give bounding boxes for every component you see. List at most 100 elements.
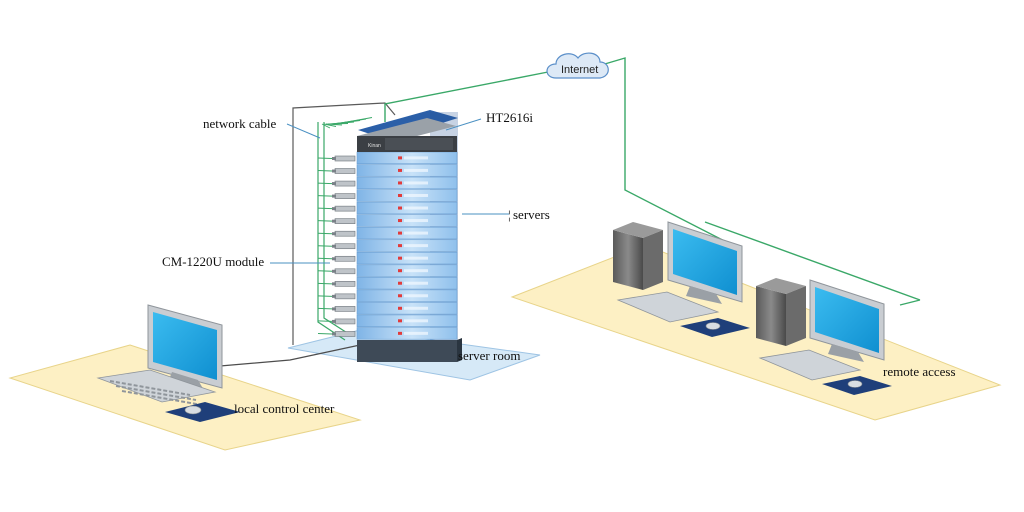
remote-cable-2 (704, 221, 921, 301)
module-cable (317, 207, 333, 210)
cm-1220u-module (332, 218, 356, 224)
leader-lines (270, 118, 509, 264)
module-cable (317, 320, 333, 322)
leader-ht2616i (445, 118, 482, 131)
remote-keyboard-2 (758, 349, 862, 381)
remote-monitor-1-screen (673, 229, 737, 295)
remote-monitor-2-stand (828, 344, 864, 362)
internet-cloud: Internet (546, 52, 609, 79)
module-cable (317, 295, 333, 297)
cm-1220u-module (332, 281, 356, 287)
server-unit (356, 239, 458, 252)
cm-1220u-module (332, 306, 356, 312)
remote-mouse-2 (847, 380, 863, 388)
module-cable (317, 270, 333, 272)
module-cable-bundle-2 (323, 122, 353, 337)
server-unit (356, 251, 458, 265)
local-control-center-label: local control center (234, 401, 335, 416)
module-cable (317, 195, 333, 197)
local-network-cable (219, 344, 361, 367)
cm-1220u-module (332, 331, 356, 337)
server-unit (356, 226, 458, 240)
rack-base (357, 340, 457, 362)
rack-base-side (457, 338, 462, 362)
cm-1220u-module (332, 268, 356, 275)
server-unit (356, 277, 458, 290)
switch-brand-label: Kinan (368, 143, 381, 149)
remote-workstation-1 (613, 221, 750, 337)
remote-mouse-1 (705, 322, 721, 330)
cm-1220u-module (332, 293, 356, 300)
remote-tower-2-top (756, 278, 806, 294)
server-unit (356, 176, 458, 190)
local-keyboard-keys (109, 380, 203, 406)
cm-1220u-module (332, 168, 356, 174)
cloud-icon (546, 52, 609, 79)
cm-1220u-module (332, 205, 356, 212)
cm-1220u-module (332, 193, 356, 199)
server-unit (356, 264, 458, 277)
ht2616i-switch: Kinan (357, 118, 457, 152)
internet-label: Internet (561, 64, 598, 76)
module-cable (317, 170, 333, 172)
cm-1220u-module (332, 318, 356, 325)
servers-stack (356, 151, 458, 340)
remote-workstation-2 (756, 278, 892, 395)
key-row (121, 390, 203, 406)
server-unit (356, 302, 458, 315)
remote-tower-1-front (613, 230, 643, 290)
server-room-label: server room (458, 348, 520, 363)
leader-network-cable (286, 123, 321, 139)
local-console (96, 304, 240, 422)
ht2616i-label: HT2616i (486, 110, 533, 125)
server-unit (356, 201, 458, 215)
remote-tower-2-side (786, 286, 806, 346)
module-cable (317, 220, 333, 222)
remote-monitor-2-screen (815, 287, 879, 353)
key-row (109, 380, 191, 396)
remote-tower-2-front (756, 286, 786, 346)
server-unit (356, 151, 458, 165)
module-cable (317, 307, 333, 310)
local-monitor-screen (153, 312, 217, 380)
switch-fanout-cable (335, 117, 373, 125)
module-cable (317, 282, 333, 285)
server-unit (356, 164, 458, 177)
cm-1220u-module (332, 243, 356, 250)
server-rack: Kinan (332, 110, 462, 362)
remote-keyboard-1 (616, 291, 720, 323)
internet-cable-remote (597, 57, 743, 251)
remote-cable-3 (899, 299, 921, 306)
cm-1220u-module (332, 155, 356, 162)
remote-tower-1-top (613, 222, 663, 238)
servers-label: servers (513, 207, 550, 222)
module-cable (317, 332, 333, 335)
network-cable-label: network cable (203, 116, 277, 131)
cm-1220u-modules (332, 155, 356, 337)
local-mouse (184, 405, 202, 415)
cm-module-label: CM-1220U module (162, 254, 264, 269)
server-unit (356, 289, 458, 302)
module-cable (317, 232, 333, 235)
remote-tower-1-side (643, 230, 663, 290)
cm-1220u-module (332, 230, 356, 237)
remote-monitor-1-stand (686, 286, 722, 304)
cm-1220u-module (332, 180, 356, 187)
local-mousepad (165, 402, 240, 422)
server-unit (356, 189, 458, 202)
module-cable (317, 157, 333, 159)
cm-1220u-module (332, 255, 356, 262)
internet-cable (384, 71, 549, 122)
server-unit (356, 214, 458, 227)
module-cable (317, 257, 333, 260)
server-unit (356, 314, 458, 327)
module-cable (317, 182, 333, 185)
key-row (115, 385, 197, 401)
module-cable (317, 245, 333, 247)
server-unit (356, 327, 458, 340)
servers-prefix-mark: ¦ (508, 207, 511, 222)
remote-access-label: remote access (883, 364, 956, 379)
network-cable-rack-left (292, 102, 396, 345)
switch-fanout-cable (321, 123, 331, 129)
